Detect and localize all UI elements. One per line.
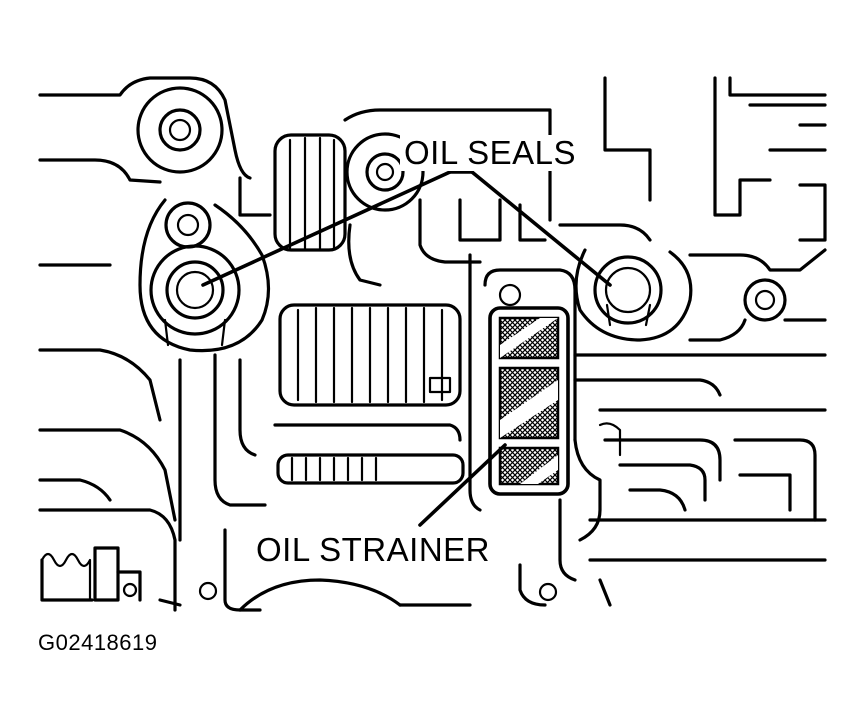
oil-strainer-label-bg — [252, 528, 514, 568]
oil-seals-leader-lines — [201, 170, 612, 287]
oil-seals-label-bg — [400, 135, 596, 171]
oil-strainer-leader-line — [418, 443, 507, 527]
figure-id: G02418619 — [38, 630, 158, 655]
oil-strainer-label: OIL STRAINER — [256, 531, 490, 568]
oil-seals-label: OIL SEALS — [404, 134, 576, 171]
valve-body-casting — [38, 76, 827, 612]
oil-strainer — [488, 306, 570, 496]
